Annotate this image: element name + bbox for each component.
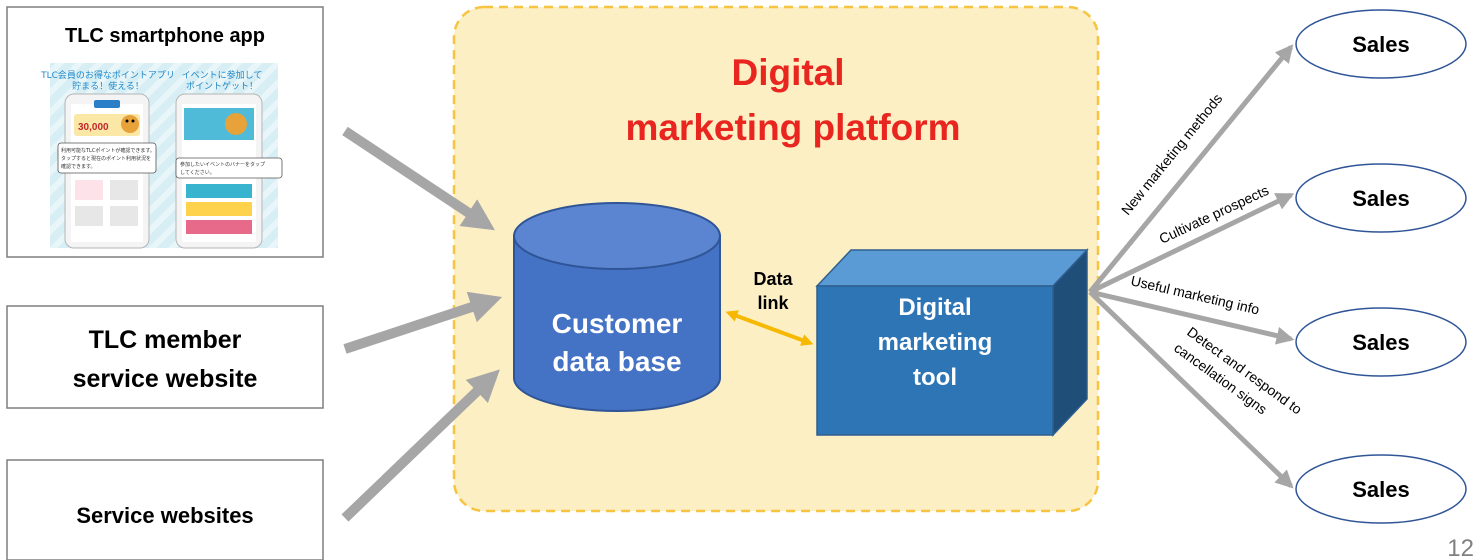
arrow-output-3 — [1089, 289, 1295, 345]
arrow-output-2 — [1088, 192, 1295, 295]
tool-label-line2: marketing — [878, 329, 993, 356]
sales-label-2: Sales — [1352, 186, 1410, 211]
app-note-right-2: してください。 — [180, 169, 215, 176]
sales-label-1: Sales — [1352, 32, 1410, 57]
app-note-left-1: 利用可能なTLCポイントが確認できます。 — [61, 147, 155, 154]
output-label-3: Useful marketing info — [1129, 272, 1261, 317]
sales-oval-4 — [1295, 454, 1467, 524]
service-sites-label: Service websites — [76, 503, 253, 528]
arrow-app-to-database — [342, 126, 496, 231]
platform-title-line2: marketing platform — [625, 107, 960, 148]
data-link-label-line1: Data — [753, 269, 793, 289]
database-label-line2: data base — [552, 346, 681, 377]
member-site-label-line1: TLC member — [89, 326, 242, 354]
page-number: 12 — [1447, 535, 1474, 560]
source-app-box: TLC smartphone app TLC会員のお得なポイントアプリ 貯まる！… — [6, 6, 324, 258]
member-site-label-line2: service website — [73, 365, 258, 393]
app-note-left-3: 確認できます。 — [61, 163, 96, 170]
sales-oval-1 — [1295, 9, 1467, 79]
sales-label-4: Sales — [1352, 477, 1410, 502]
app-caption-right-1: イベントに参加して — [182, 69, 263, 81]
arrow-member-site-to-database — [343, 291, 503, 354]
sales-oval-3 — [1295, 307, 1467, 377]
tool-label-line1: Digital — [898, 294, 971, 321]
platform-title-line1: Digital — [731, 52, 844, 93]
app-caption-left-2: 貯まる！使える！ — [72, 80, 144, 92]
data-link-arrow — [725, 310, 814, 346]
customer-database-cylinder — [513, 202, 721, 412]
app-note-left-2: タップすると現在のポイント利用状況を — [61, 155, 151, 162]
marketing-tool-box — [815, 248, 1089, 437]
app-points-value: 30,000 — [78, 122, 109, 133]
app-screenshot-image: TLC会員のお得なポイントアプリ 貯まる！使える！ イベントに参加して ポイント… — [40, 63, 283, 249]
arrow-output-4 — [1088, 290, 1294, 489]
arrow-output-1 — [1088, 44, 1294, 294]
arrow-service-sites-to-database — [341, 369, 500, 522]
sales-oval-2 — [1295, 163, 1467, 233]
data-link-label-line2: link — [757, 293, 789, 313]
app-caption-left-1: TLC会員のお得なポイントアプリ — [40, 69, 175, 81]
output-label-1: New marketing methods — [1118, 91, 1225, 218]
tool-label-line3: tool — [913, 364, 957, 391]
database-label-line1: Customer — [552, 308, 683, 339]
sales-label-3: Sales — [1352, 330, 1410, 355]
app-caption-right-2: ポイントゲット！ — [186, 80, 258, 92]
source-service-sites-box — [6, 459, 324, 560]
app-note-right-1: 参加したいイベントのバナーをタップ — [180, 161, 265, 168]
source-member-site-box — [6, 305, 324, 409]
app-box-label: TLC smartphone app — [65, 25, 265, 47]
